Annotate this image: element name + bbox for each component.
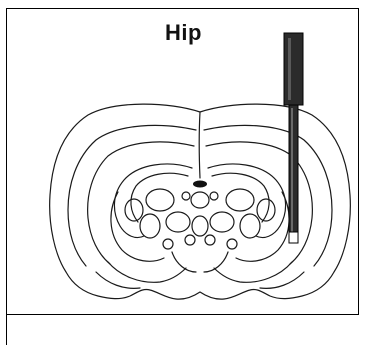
nucleus-dot-2 (210, 192, 218, 200)
nucleus-right-2 (210, 212, 234, 232)
lower-fold-left (108, 262, 186, 282)
inner-ring-left (111, 192, 164, 261)
midline (199, 112, 200, 178)
hypothalamus-right (204, 252, 228, 272)
probe-tip (289, 232, 298, 243)
nucleus-right-4 (257, 199, 275, 221)
nucleus-dot-5 (163, 239, 173, 249)
nucleus-right-1 (226, 189, 254, 211)
amygdala-right (260, 272, 304, 288)
brain-outline (50, 104, 351, 299)
lower-fold-right (214, 262, 292, 282)
nucleus-right-3 (240, 214, 260, 238)
probe-head-highlight (288, 38, 291, 100)
nucleus-dot-3 (185, 235, 195, 245)
nucleus-center-2 (192, 216, 208, 236)
amygdala-left (96, 272, 140, 288)
probe-shaft-highlight (291, 108, 293, 238)
probe-head (284, 33, 303, 105)
hypothalamus-left (172, 252, 196, 272)
lesion-mark (193, 181, 207, 188)
nucleus-dot-6 (227, 239, 237, 249)
hippocampus-right-inner (212, 173, 269, 222)
probe-shaft (289, 105, 298, 243)
nucleus-left-1 (146, 189, 174, 211)
hippocampus-left-inner (131, 173, 188, 222)
nucleus-left-4 (125, 199, 143, 221)
nucleus-dot-1 (182, 192, 190, 200)
nucleus-center-1 (191, 192, 209, 208)
nucleus-dot-4 (205, 235, 215, 245)
nucleus-left-3 (140, 214, 160, 238)
nucleus-left-2 (166, 212, 190, 232)
inner-ring-right (236, 192, 289, 261)
